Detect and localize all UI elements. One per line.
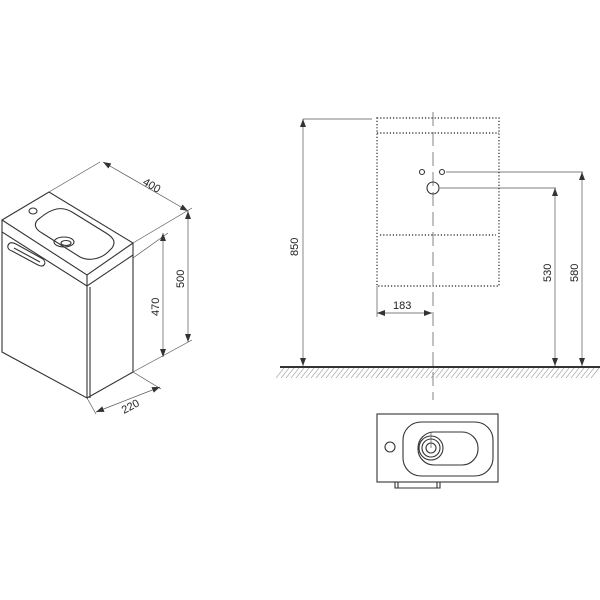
drain-icon bbox=[53, 236, 75, 248]
dim-offset-183: 183 bbox=[393, 300, 411, 312]
hatch-line bbox=[490, 367, 500, 379]
hatch-line bbox=[555, 367, 565, 379]
hatch-line bbox=[365, 367, 375, 379]
hatch-line bbox=[465, 367, 475, 379]
drain-hole bbox=[426, 181, 440, 195]
floor-hatching bbox=[275, 367, 600, 379]
hatch-line bbox=[535, 367, 545, 379]
basin-bowl-inner bbox=[417, 431, 479, 466]
countertop-top-face bbox=[0, 191, 135, 276]
hatch-line bbox=[475, 367, 485, 379]
hatch-line bbox=[345, 367, 355, 379]
dim-width-400: 400 bbox=[141, 176, 163, 196]
faucet-hole bbox=[28, 207, 38, 215]
hatch-line bbox=[295, 367, 305, 379]
hatch-line bbox=[430, 367, 440, 379]
hatch-line bbox=[420, 367, 430, 379]
hatch-line bbox=[290, 367, 300, 379]
hatch-line bbox=[375, 367, 385, 379]
wall-bracket bbox=[394, 482, 441, 489]
hatch-line bbox=[460, 367, 470, 379]
dim-supply-580: 580 bbox=[569, 264, 581, 282]
hatch-line bbox=[285, 367, 295, 379]
supply-hole bbox=[418, 168, 426, 176]
hatch-line bbox=[390, 367, 400, 379]
hatch-line bbox=[520, 367, 530, 379]
basin-bowl-outer bbox=[402, 421, 494, 477]
hatch-line bbox=[410, 367, 420, 379]
basin-outline bbox=[34, 208, 115, 260]
hatch-line bbox=[400, 367, 410, 379]
hatch-line bbox=[480, 367, 490, 379]
hatch-line bbox=[470, 367, 480, 379]
hatch-line bbox=[450, 367, 460, 379]
hatch-line bbox=[305, 367, 315, 379]
cabinet-outline-dotted bbox=[376, 117, 500, 287]
hatch-line bbox=[280, 367, 290, 379]
cabinet-side-face bbox=[86, 255, 134, 399]
dim-body-470: 470 bbox=[150, 298, 162, 316]
hatch-line bbox=[545, 367, 555, 379]
hatch-line bbox=[485, 367, 495, 379]
hatch-line bbox=[415, 367, 425, 379]
hatch-line bbox=[275, 367, 285, 379]
plan-view bbox=[376, 413, 499, 489]
countertop-edge bbox=[1, 220, 134, 287]
hatch-line bbox=[355, 367, 365, 379]
hatch-line bbox=[550, 367, 560, 379]
faucet-hole bbox=[384, 441, 396, 453]
hatch-line bbox=[525, 367, 535, 379]
hatch-line bbox=[435, 367, 445, 379]
front-elevation: 850 580 530 183 bbox=[275, 112, 600, 400]
hatch-line bbox=[315, 367, 325, 379]
hatch-line bbox=[590, 367, 600, 379]
hatch-line bbox=[320, 367, 330, 379]
hatch-line bbox=[530, 367, 540, 379]
hatch-line bbox=[575, 367, 585, 379]
hatch-line bbox=[585, 367, 595, 379]
hatch-line bbox=[370, 367, 380, 379]
hatch-line bbox=[515, 367, 525, 379]
hatch-line bbox=[350, 367, 360, 379]
hatch-line bbox=[540, 367, 550, 379]
hatch-line bbox=[405, 367, 415, 379]
hatch-line bbox=[495, 367, 505, 379]
hatch-line bbox=[380, 367, 390, 379]
hatch-line bbox=[385, 367, 395, 379]
hatch-line bbox=[510, 367, 520, 379]
hatch-line bbox=[455, 367, 465, 379]
hatch-line bbox=[335, 367, 345, 379]
supply-hole bbox=[438, 168, 446, 176]
hatch-line bbox=[395, 367, 405, 379]
cabinet-front-face bbox=[1, 232, 88, 399]
door-handle-icon bbox=[7, 242, 46, 267]
hatch-line bbox=[360, 367, 370, 379]
hatch-line bbox=[500, 367, 510, 379]
dim-height-500: 500 bbox=[175, 270, 187, 288]
isometric-cabinet: 400 500 470 220 bbox=[0, 161, 193, 417]
hatch-line bbox=[300, 367, 310, 379]
dim-drain-530: 530 bbox=[542, 264, 554, 282]
hatch-line bbox=[445, 367, 455, 379]
drain-inner bbox=[60, 239, 72, 247]
hatch-line bbox=[560, 367, 570, 379]
dim-depth-220: 220 bbox=[120, 397, 142, 416]
hatch-line bbox=[425, 367, 435, 379]
hatch-line bbox=[310, 367, 320, 379]
hatch-line bbox=[565, 367, 575, 379]
hatch-line bbox=[505, 367, 515, 379]
hatch-line bbox=[340, 367, 350, 379]
hatch-line bbox=[330, 367, 340, 379]
hatch-line bbox=[580, 367, 590, 379]
dim-height-850: 850 bbox=[289, 238, 301, 256]
hatch-line bbox=[325, 367, 335, 379]
hatch-line bbox=[440, 367, 450, 379]
hatch-line bbox=[570, 367, 580, 379]
